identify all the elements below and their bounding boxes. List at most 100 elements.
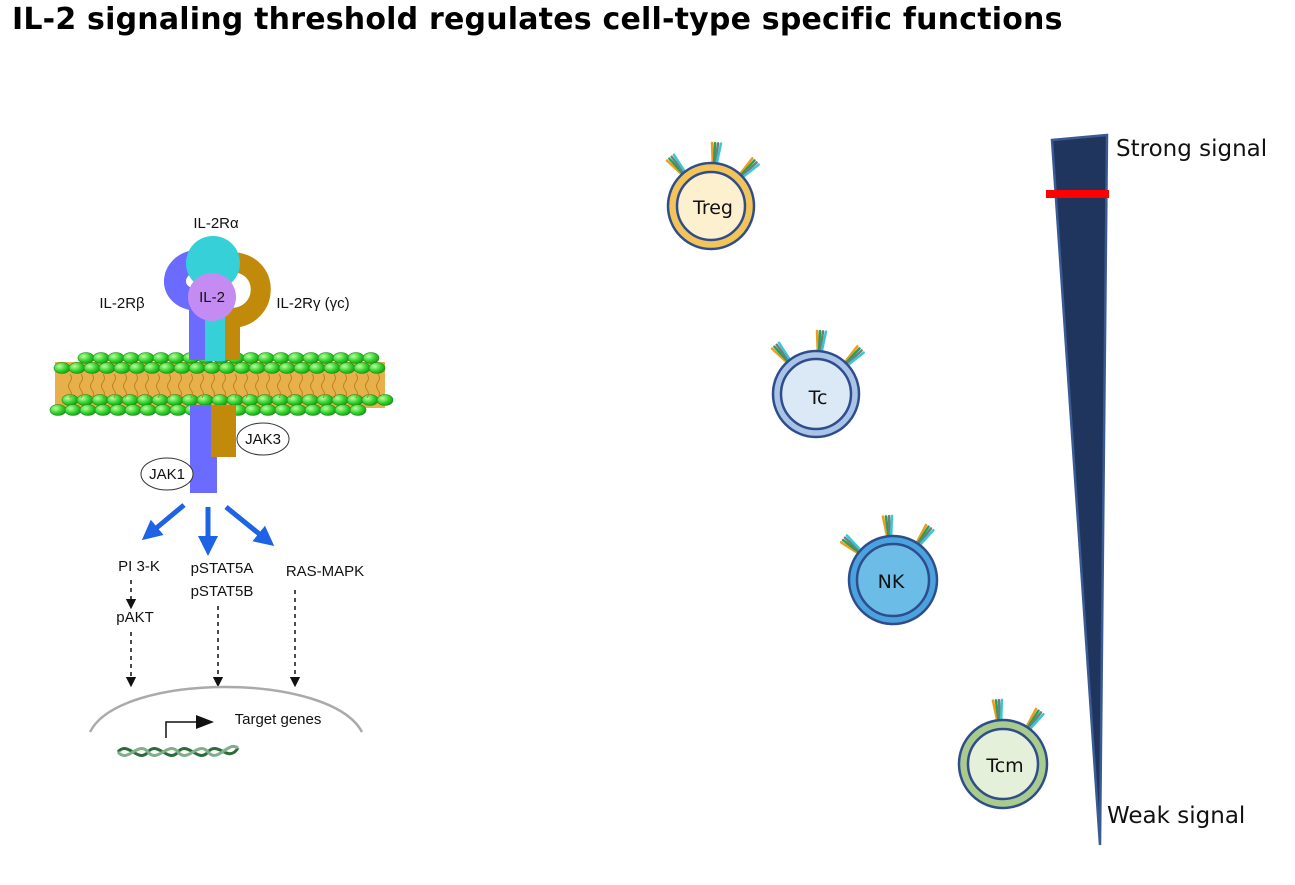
cell-body (675, 170, 747, 242)
cell-body (855, 542, 931, 618)
membrane-bead (92, 352, 110, 364)
lipid-tail (123, 373, 127, 399)
surface-receptor (991, 699, 999, 724)
lipid-tail (310, 373, 314, 399)
surface-receptor (845, 534, 864, 553)
membrane-bead (154, 404, 172, 416)
membrane-bead (173, 362, 191, 374)
surface-receptor (712, 141, 717, 167)
surface-receptor (841, 538, 862, 555)
surface-receptor (914, 523, 928, 546)
signal-wedge (1050, 133, 1109, 846)
membrane-bead (334, 404, 352, 416)
surface-receptor (815, 329, 820, 355)
membrane-bead (301, 394, 319, 406)
surface-receptor (672, 153, 688, 175)
membrane-bead (53, 362, 71, 374)
membrane-bead (167, 352, 185, 364)
cell-treg: Treg (666, 161, 756, 251)
lipid-tail (354, 373, 358, 399)
membrane-bead (362, 352, 380, 364)
lipid-tail (156, 373, 160, 399)
membrane-bead (287, 352, 305, 364)
lipid-tail (299, 373, 303, 399)
membrane-bead (338, 362, 356, 374)
membrane-bead (76, 394, 94, 406)
surface-receptor (916, 527, 933, 548)
membrane-bead (242, 352, 260, 364)
surface-receptor (773, 345, 791, 365)
membrane-beads (49, 352, 394, 416)
membrane-bead (124, 404, 142, 416)
pstat5a-label: pSTAT5A (191, 560, 254, 577)
surface-receptor (843, 536, 863, 554)
rasmapk-label: RAS-MAPK (286, 563, 364, 580)
signal-gradient: Strong signal Weak signal (1046, 133, 1267, 846)
promoter-arrow (165, 721, 198, 738)
surface-receptor (915, 525, 930, 547)
surface-receptor (917, 528, 935, 548)
cell-body (779, 357, 853, 431)
surface-receptor (842, 345, 859, 365)
jak3-ellipse (236, 422, 290, 456)
membrane-bead (256, 394, 274, 406)
cell-label-treg: Treg (692, 197, 733, 219)
membrane-bead (203, 362, 221, 374)
surface-receptor (999, 698, 1004, 724)
membrane-bead (274, 404, 292, 416)
pi3k-label: PI 3-K (118, 558, 160, 575)
surface-receptor (740, 163, 760, 180)
lipid-tail (244, 373, 248, 399)
surface-receptor (777, 341, 793, 363)
lipid-tail (266, 373, 270, 399)
threshold-marker (1046, 190, 1109, 198)
membrane-bead (158, 362, 176, 374)
il2r-alpha-head (186, 236, 240, 290)
surface-receptor (668, 157, 686, 177)
lipid-tail (79, 373, 83, 399)
surface-receptor (715, 142, 723, 167)
membrane-bead (272, 352, 290, 364)
lipid-tail (211, 373, 215, 399)
lipid-tail (134, 373, 138, 399)
membrane-bead (349, 404, 367, 416)
cell-tc: Tc (771, 349, 861, 439)
il2-ligand-label: IL-2 (199, 289, 225, 306)
lipid-tail (145, 373, 149, 399)
membrane-bead (304, 404, 322, 416)
membrane-bead (122, 352, 140, 364)
membrane-bead (263, 362, 281, 374)
lipid-tail (365, 373, 369, 399)
pakt-label: pAKT (116, 609, 154, 626)
lipid-tail (332, 373, 336, 399)
lipid-tail (277, 373, 281, 399)
membrane-bead (113, 362, 131, 374)
cell-nk: NK (847, 534, 939, 626)
lipid-tail (222, 373, 226, 399)
membrane-bead (218, 362, 236, 374)
lipid-tail (167, 373, 171, 399)
il2r-gamma-chain (220, 252, 271, 360)
membrane-bead (68, 362, 86, 374)
membrane-bead (308, 362, 326, 374)
surface-receptor (737, 157, 754, 177)
il2r-alpha-label: IL-2Rα (193, 215, 239, 232)
membrane-bead (94, 404, 112, 416)
surface-receptor (738, 159, 756, 178)
cell-tcm: Tcm (957, 718, 1049, 810)
il2r-gamma-label: IL-2Rγ (γc) (276, 295, 349, 312)
membrane-bead (323, 362, 341, 374)
cell-label-tcm: Tcm (985, 755, 1023, 777)
surface-receptor (670, 155, 687, 176)
membrane-bead (61, 394, 79, 406)
membrane-bead (107, 352, 125, 364)
page-title: IL-2 signaling threshold regulates cell-… (12, 2, 1063, 37)
membrane-bead (79, 404, 97, 416)
surface-receptors (665, 141, 1045, 732)
jak3-label: JAK3 (245, 431, 281, 448)
membrane-bead (64, 404, 82, 416)
cell-types: Treg Tc NK Tcm (665, 141, 1049, 810)
surface-receptor (889, 514, 894, 540)
membrane-bead (152, 352, 170, 364)
